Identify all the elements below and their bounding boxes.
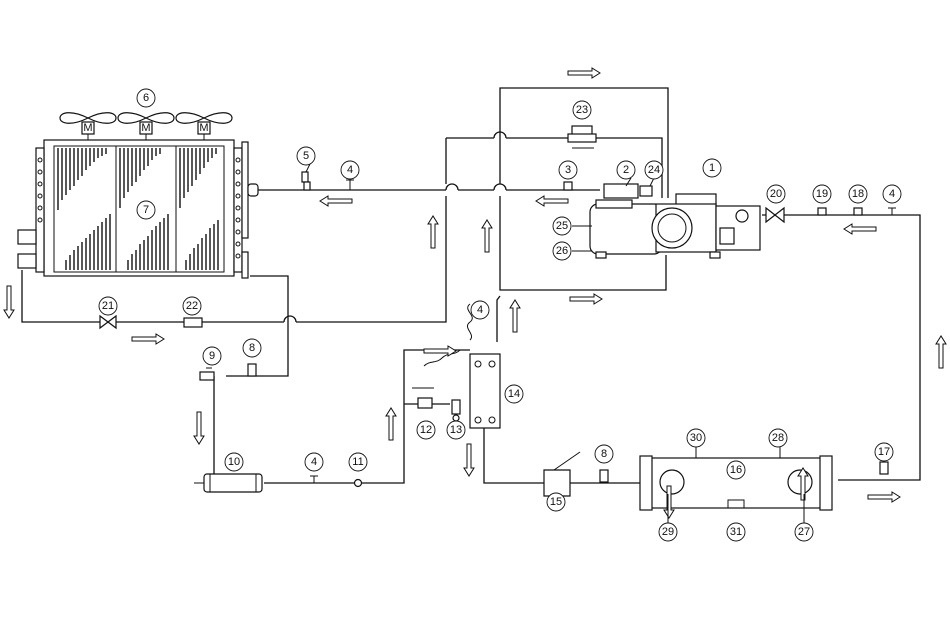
callout-31: 31 — [727, 523, 745, 541]
svg-text:29: 29 — [662, 526, 674, 538]
flow-direction-arrow-icon — [936, 336, 946, 368]
svg-text:6: 6 — [143, 92, 149, 104]
svg-text:13: 13 — [450, 424, 462, 436]
svg-text:8: 8 — [249, 342, 255, 354]
callout-8: 8 — [243, 339, 261, 357]
flow-direction-arrow-icon — [868, 492, 900, 502]
motor-label-3: M — [199, 122, 208, 134]
svg-text:25: 25 — [556, 220, 568, 232]
callout-27: 27 — [795, 523, 813, 541]
liquid-receiver — [194, 474, 262, 492]
flow-direction-arrow-icon — [386, 408, 396, 440]
callout-12: 12 — [417, 421, 435, 439]
svg-text:8: 8 — [601, 448, 607, 460]
callout-21: 21 — [99, 297, 117, 315]
svg-text:17: 17 — [878, 446, 890, 458]
callout-11: 11 — [349, 453, 367, 471]
callout-4: 4 — [305, 453, 323, 471]
svg-text:19: 19 — [816, 188, 828, 200]
svg-text:18: 18 — [852, 188, 864, 200]
callout-4: 4 — [471, 301, 489, 319]
svg-text:3: 3 — [565, 164, 571, 176]
callout-6: 6 — [137, 89, 155, 107]
svg-text:4: 4 — [477, 304, 483, 316]
svg-text:11: 11 — [352, 456, 363, 468]
svg-text:4: 4 — [889, 188, 895, 200]
flow-direction-arrow-icon — [194, 412, 204, 444]
callout-19: 19 — [813, 185, 831, 203]
callout-16: 16 — [727, 461, 745, 479]
svg-text:5: 5 — [303, 150, 309, 162]
flow-direction-arrow-icon — [570, 294, 602, 304]
svg-text:28: 28 — [772, 432, 784, 444]
callout-9: 9 — [203, 347, 221, 365]
flow-direction-arrow-icon — [536, 196, 568, 206]
flow-arrows — [4, 68, 946, 518]
svg-text:15: 15 — [550, 496, 562, 508]
svg-text:4: 4 — [311, 456, 317, 468]
callout-30: 30 — [687, 429, 705, 447]
flow-direction-arrow-icon — [4, 286, 14, 318]
flow-direction-arrow-icon — [568, 68, 600, 78]
svg-text:21: 21 — [102, 300, 114, 312]
svg-text:1: 1 — [709, 162, 715, 174]
callout-10: 10 — [225, 453, 243, 471]
condenser-fans: M M M — [60, 113, 232, 140]
svg-text:30: 30 — [690, 432, 702, 444]
callout-17: 17 — [875, 443, 893, 461]
flow-direction-arrow-icon — [424, 346, 456, 356]
callout-22: 22 — [183, 297, 201, 315]
svg-text:26: 26 — [556, 245, 568, 257]
svg-text:14: 14 — [508, 388, 520, 400]
svg-text:20: 20 — [770, 188, 782, 200]
callout-13: 13 — [447, 421, 465, 439]
callout-15: 15 — [547, 493, 565, 511]
callout-2: 2 — [617, 161, 635, 179]
callout-25: 25 — [553, 217, 571, 235]
svg-text:24: 24 — [648, 164, 660, 176]
callout-23: 23 — [573, 101, 591, 119]
flow-direction-arrow-icon — [320, 196, 352, 206]
callout-18: 18 — [849, 185, 867, 203]
svg-text:9: 9 — [209, 350, 215, 362]
flow-direction-arrow-icon — [510, 300, 520, 332]
callout-28: 28 — [769, 429, 787, 447]
callout-3: 3 — [559, 161, 577, 179]
flow-direction-arrow-icon — [428, 216, 438, 248]
motor-label-1: M — [83, 122, 92, 134]
callout-29: 29 — [659, 523, 677, 541]
flow-direction-arrow-icon — [844, 224, 876, 234]
svg-text:23: 23 — [576, 104, 588, 116]
svg-text:7: 7 — [143, 204, 149, 216]
bypass-solenoid-valve — [568, 126, 596, 148]
svg-text:16: 16 — [730, 464, 742, 476]
svg-text:2: 2 — [623, 164, 629, 176]
flow-direction-arrow-icon — [132, 334, 164, 344]
flow-direction-arrow-icon — [482, 220, 492, 252]
svg-text:12: 12 — [420, 424, 432, 436]
callout-26: 26 — [553, 242, 571, 260]
callout-5: 5 — [297, 147, 315, 165]
flow-direction-arrow-icon — [464, 444, 474, 476]
motor-label-2: M — [141, 122, 150, 134]
screw-compressor — [590, 184, 760, 258]
callout-20: 20 — [767, 185, 785, 203]
callout-4: 4 — [341, 161, 359, 179]
callout-14: 14 — [505, 385, 523, 403]
callout-8: 8 — [595, 445, 613, 463]
callout-1: 1 — [703, 159, 721, 177]
callout-7: 7 — [137, 201, 155, 219]
svg-text:10: 10 — [228, 456, 240, 468]
callout-24: 24 — [645, 161, 663, 179]
svg-text:4: 4 — [347, 164, 353, 176]
svg-text:27: 27 — [798, 526, 810, 538]
svg-text:31: 31 — [730, 526, 742, 538]
svg-text:22: 22 — [186, 300, 198, 312]
callout-4: 4 — [883, 185, 901, 203]
